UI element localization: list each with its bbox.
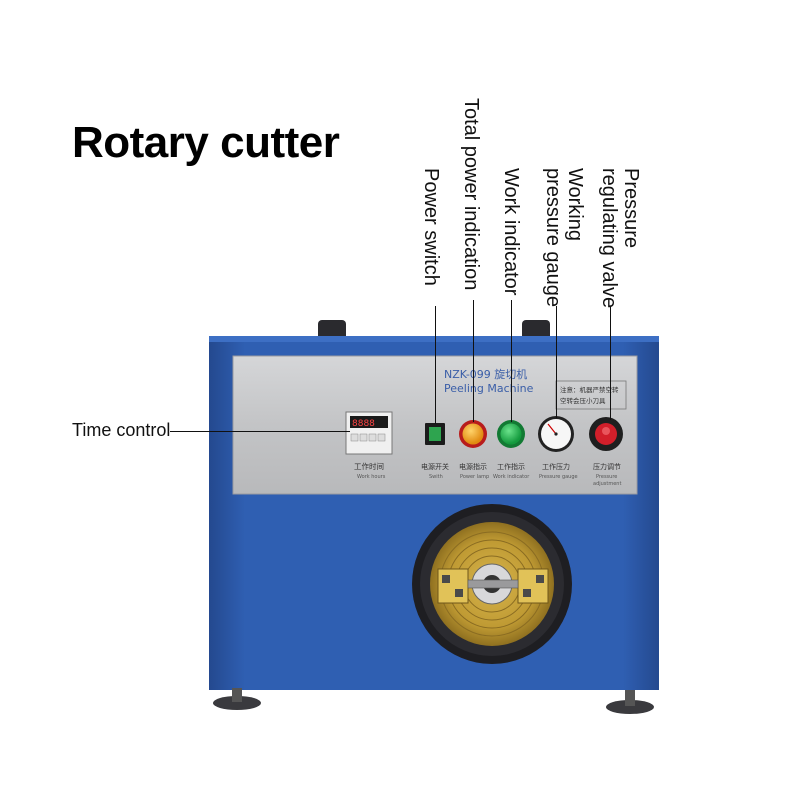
time-control-leader: [170, 431, 350, 432]
valve-label-en: Pressure: [596, 474, 617, 480]
power-lamp-label-cn: 电源指示: [459, 462, 487, 471]
work-indicator-label-en: Work indicator: [493, 474, 530, 480]
work-indicator-label-cn: 工作指示: [497, 462, 525, 471]
work-indicator-leader: [511, 300, 512, 422]
callout-line: Working: [564, 168, 586, 241]
callout-line: pressure gauge: [542, 168, 564, 307]
top-handle-right: [522, 320, 550, 340]
valve-leader: [610, 306, 611, 420]
foot-right: [606, 700, 654, 714]
top-handle-left: [318, 320, 346, 340]
pressure-regulating-valve-callout: Pressure regulating valve: [598, 168, 642, 308]
switch-label-en: Swith: [429, 474, 443, 480]
power-lamp-leader: [473, 300, 474, 422]
blade-holder-right: [517, 568, 549, 604]
notice-line: 注意：机器严禁空转: [560, 385, 619, 394]
valve-label-en: adjustment: [593, 481, 621, 487]
switch-label-cn: 电源开关: [421, 462, 449, 471]
working-pressure-gauge-callout: Working pressure gauge: [542, 168, 586, 307]
svg-text:8888: 8888: [352, 419, 375, 429]
page-title: Rotary cutter: [72, 118, 340, 167]
callout-line: Pressure: [620, 168, 642, 249]
time-control-callout: Time control: [72, 420, 171, 440]
panel-model-text: NZK-099 旋切机: [444, 367, 527, 381]
power-switch-leader: [435, 306, 436, 424]
gauge-label-en: Pressure gauge: [539, 474, 578, 480]
pressure-gauge-leader: [556, 306, 557, 418]
timer-label-cn: 工作时间: [354, 461, 384, 471]
gauge-label-cn: 工作压力: [542, 462, 570, 471]
panel-machine-name: Peeling Machine: [444, 382, 534, 395]
callout-line: Work indicator: [500, 168, 522, 296]
power-lamp-label-en: Power lamp: [460, 474, 489, 480]
callout-line: Total power indication: [460, 98, 482, 291]
notice-line: 空转会压小刀具: [560, 396, 606, 405]
callout-line: Power switch: [420, 168, 442, 286]
work-indicator-callout: Work indicator: [500, 168, 522, 295]
valve-label-cn: 压力调节: [593, 462, 621, 471]
power-switch-callout: Power switch: [420, 168, 442, 286]
callout-line: regulating valve: [598, 168, 620, 309]
timer-label-en: Work hours: [357, 474, 386, 480]
total-power-indication-callout: Total power indication: [460, 98, 482, 290]
blade-holder-left: [437, 568, 469, 604]
foot-left: [213, 696, 261, 710]
